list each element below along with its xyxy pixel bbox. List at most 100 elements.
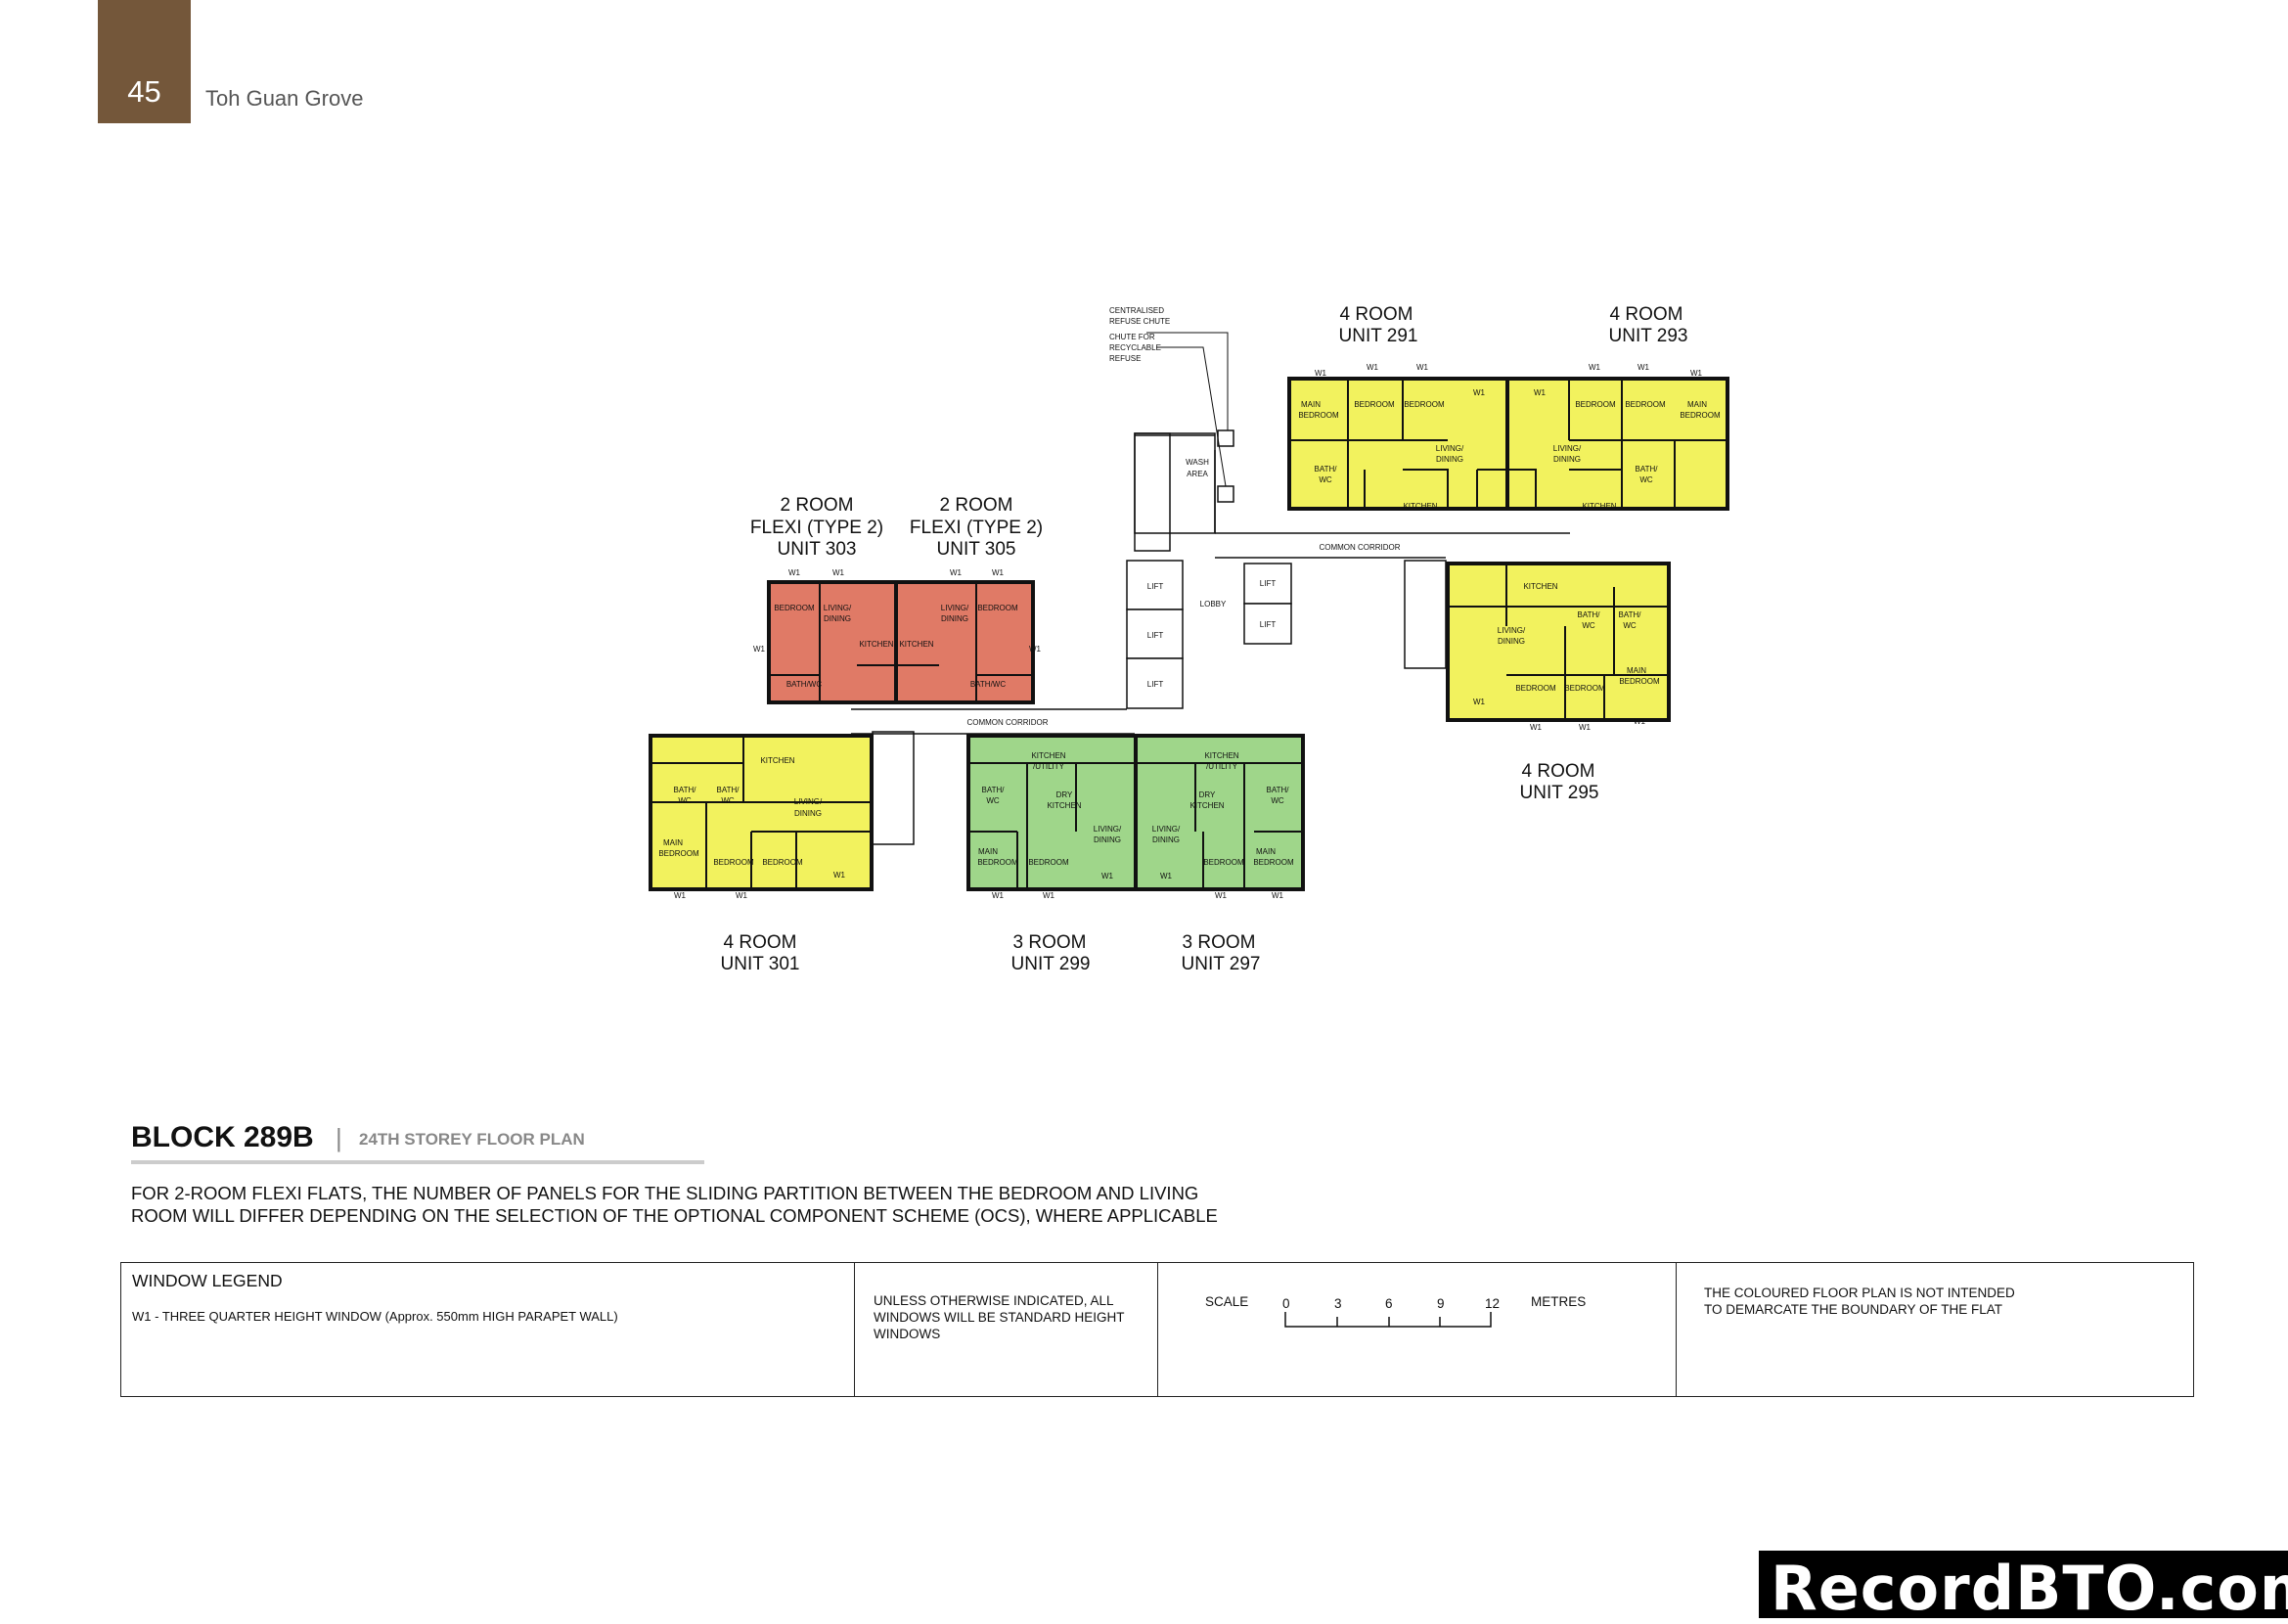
document-title: Toh Guan Grove <box>205 86 364 111</box>
lift-4 <box>1243 563 1292 605</box>
unit-type: 2 ROOM <box>940 495 1013 516</box>
unit-type: 3 ROOM <box>1183 932 1256 953</box>
corridor-upper <box>1215 532 1570 559</box>
corridor-link <box>1135 434 1216 533</box>
recyclable-chute-label: REFUSE <box>1109 354 1141 363</box>
window-legend-title: WINDOW LEGEND <box>132 1271 283 1290</box>
room-label: KITCHEN <box>899 640 933 649</box>
scale-unit: METRES <box>1531 1294 1587 1309</box>
unit-number: UNIT 291 <box>1339 326 1418 346</box>
unit-type: 4 ROOM <box>724 932 797 953</box>
window-legend-w1: W1 - THREE QUARTER HEIGHT WINDOW (Approx… <box>132 1309 618 1324</box>
scale-tick: 3 <box>1334 1296 1342 1311</box>
room-label: DINING <box>1094 835 1121 844</box>
unit-295 <box>1446 562 1671 722</box>
room-label: BEDROOM <box>1625 400 1666 409</box>
room-label: WC <box>721 796 735 805</box>
unit-number: UNIT 295 <box>1520 783 1599 803</box>
room-label: BATH/WC <box>970 680 1007 689</box>
window-label: W1 <box>1637 363 1650 372</box>
room-label: BATH/ <box>1267 786 1290 794</box>
room-label: BEDROOM <box>713 858 754 867</box>
unit-type: 4 ROOM <box>1340 304 1413 325</box>
room-label: BEDROOM <box>1253 858 1294 867</box>
lift-label: LIFT <box>1147 582 1164 591</box>
standard-note-line: WINDOWS <box>874 1327 941 1341</box>
refuse-chute-label: REFUSE CHUTE <box>1109 317 1170 326</box>
unit-number: UNIT 301 <box>721 954 800 974</box>
window-label: W1 <box>950 568 963 577</box>
room-label: DINING <box>794 809 822 818</box>
room-label: KITCHEN <box>1403 502 1437 511</box>
floor-plan-subtitle: 24TH STOREY FLOOR PLAN <box>359 1130 585 1149</box>
room-label: KITCHEN <box>1189 801 1224 810</box>
unit-subtype: FLEXI (TYPE 2) <box>910 518 1043 538</box>
room-label: DINING <box>1152 835 1180 844</box>
unit-293 <box>1505 377 1729 511</box>
room-label: BEDROOM <box>977 858 1018 867</box>
window-label: W1 <box>1272 891 1284 900</box>
watermark-text: RecordBTO.com <box>1771 1553 2288 1624</box>
window-label: W1 <box>1473 388 1486 397</box>
lobby-label: LOBBY <box>1200 600 1227 609</box>
room-label: BEDROOM <box>1564 684 1605 693</box>
title-underline <box>131 1160 704 1164</box>
interior-walls <box>651 379 1727 889</box>
room-label: KITCHEN <box>1031 751 1065 760</box>
room-label: WC <box>1319 475 1332 484</box>
window-label: W1 <box>1215 891 1228 900</box>
window-label: W1 <box>1101 872 1114 880</box>
room-label: WC <box>1271 796 1284 805</box>
room-label: MAIN <box>978 847 998 856</box>
window-label: W1 <box>1473 698 1486 706</box>
common-corridor-label: COMMON CORRIDOR <box>966 718 1048 727</box>
recyclable-chute-label: RECYCLABLE <box>1109 343 1161 352</box>
recyclable-chute-label: CHUTE FOR <box>1109 333 1155 341</box>
room-label: BATH/ <box>1636 465 1659 474</box>
lift-3 <box>1126 657 1184 709</box>
unit-303 <box>767 580 898 704</box>
room-label: MAIN <box>1627 666 1646 675</box>
wash-area-label: WASH <box>1186 458 1209 467</box>
window-label: W1 <box>833 871 846 880</box>
room-label: DRY <box>1199 790 1216 799</box>
room-label: KITCHEN <box>760 756 794 765</box>
standard-note: UNLESS OTHERWISE INDICATED, ALL WINDOWS … <box>874 1292 1125 1342</box>
common-corridor-label: COMMON CORRIDOR <box>1319 543 1400 552</box>
lift-1 <box>1126 560 1184 610</box>
room-label: BEDROOM <box>1404 400 1445 409</box>
room-label: KITCHEN <box>1047 801 1081 810</box>
window-label: W1 <box>1043 891 1055 900</box>
stair-right <box>1404 560 1447 669</box>
room-label: WC <box>678 796 692 805</box>
room-label: WC <box>1623 621 1637 630</box>
room-label: BATH/ <box>717 786 740 794</box>
unit-305 <box>894 580 1035 704</box>
room-label: BATH/WC <box>786 680 823 689</box>
room-label: LIVING/ <box>1152 825 1181 834</box>
window-label: W1 <box>736 891 748 900</box>
recyclable-chute <box>1217 485 1234 503</box>
room-label: KITCHEN <box>1523 582 1557 591</box>
scale-tick: 9 <box>1437 1296 1445 1311</box>
lift-label: LIFT <box>1147 631 1164 640</box>
window-label: W1 <box>832 568 845 577</box>
room-label: BEDROOM <box>1298 411 1339 420</box>
window-label: W1 <box>1160 872 1173 880</box>
room-label: DINING <box>824 614 851 623</box>
room-label: BEDROOM <box>1354 400 1395 409</box>
window-label: W1 <box>788 568 801 577</box>
scale-tick: 6 <box>1385 1296 1393 1311</box>
unit-number: UNIT 305 <box>937 539 1016 560</box>
room-label: LIVING/ <box>824 604 852 612</box>
room-label: LIVING/ <box>1436 444 1464 453</box>
window-label: W1 <box>1534 388 1547 397</box>
window-legend-cell: WINDOW LEGEND W1 - THREE QUARTER HEIGHT … <box>121 1263 855 1396</box>
room-label: BEDROOM <box>1203 858 1244 867</box>
refuse-chute <box>1217 429 1234 447</box>
room-label: LIVING/ <box>1498 626 1526 635</box>
standard-note-line: WINDOWS WILL BE STANDARD HEIGHT <box>874 1310 1125 1325</box>
stair-upper <box>1134 432 1171 552</box>
room-label: MAIN <box>1301 400 1321 409</box>
